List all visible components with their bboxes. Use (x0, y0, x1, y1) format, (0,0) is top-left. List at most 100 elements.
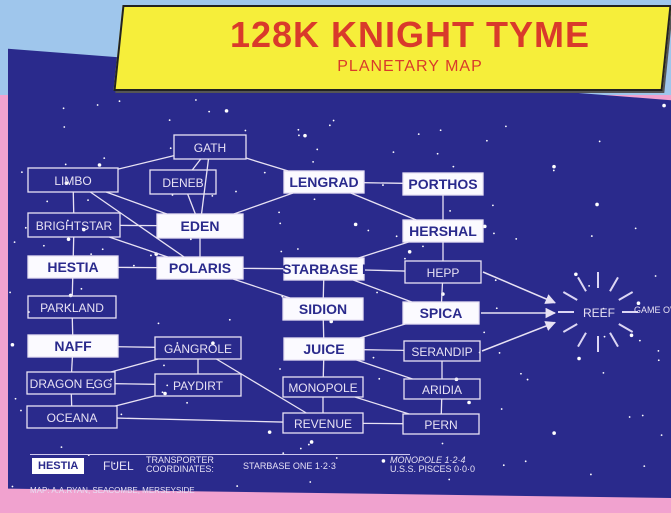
star (195, 99, 197, 101)
connection-line (117, 155, 175, 170)
planet-box (154, 373, 242, 397)
star (280, 250, 283, 253)
connection-line (115, 395, 156, 407)
star (382, 184, 384, 186)
star (263, 171, 266, 174)
planet-label: DENEB (162, 176, 203, 190)
star (641, 414, 644, 417)
star (13, 241, 16, 244)
star (448, 478, 451, 481)
star (628, 416, 631, 418)
star (113, 462, 116, 465)
planet-label: JUICE (303, 341, 344, 357)
star (161, 391, 164, 394)
star (132, 264, 135, 267)
star (335, 457, 338, 459)
connection-line (245, 157, 289, 172)
planet-label: EDEN (181, 218, 220, 234)
star (602, 307, 605, 310)
star (64, 181, 69, 185)
star (353, 222, 358, 227)
star (298, 134, 300, 137)
planet-label: GANGROLE (164, 342, 232, 356)
planet-box (402, 301, 480, 325)
connection-line (187, 193, 196, 215)
star (150, 254, 152, 257)
connection-line (350, 192, 417, 221)
planet-label: HESTIA (47, 259, 98, 275)
planet-label: HERSHAL (409, 223, 477, 239)
planet-box (27, 255, 119, 279)
star (552, 431, 556, 435)
planet-box (402, 219, 484, 243)
star (176, 342, 179, 344)
star (404, 257, 406, 260)
planet-label: PARKLAND (40, 301, 104, 315)
planet-label: REVENUE (294, 417, 352, 431)
connection-line (108, 236, 168, 258)
star (590, 235, 593, 237)
star (526, 378, 529, 381)
reef-burst-ray (577, 276, 587, 292)
star (467, 400, 471, 405)
planet-label: STARBASE I (282, 261, 366, 277)
connection-line (200, 158, 210, 215)
star (282, 452, 285, 455)
planet-label: MONOPOLE (288, 381, 357, 395)
star (101, 248, 104, 251)
planet-label: LENGRAD (289, 174, 358, 190)
map-subtitle: PLANETARY MAP (337, 58, 483, 75)
star (552, 169, 555, 172)
star (634, 227, 637, 230)
star (20, 409, 22, 412)
star (228, 318, 231, 321)
star (328, 124, 331, 127)
star (11, 485, 14, 488)
planet-label: NAFF (54, 338, 92, 354)
star (296, 248, 299, 250)
map-title: 128K KNIGHT TYME (229, 14, 591, 55)
planet-label: PERN (424, 418, 457, 432)
star (367, 229, 370, 232)
planet-box (404, 260, 482, 284)
star (505, 125, 507, 128)
star (279, 222, 282, 225)
planet-box (154, 336, 242, 360)
star (502, 464, 505, 467)
star (208, 110, 211, 113)
star (436, 152, 439, 155)
star (662, 103, 666, 108)
planet-box (27, 295, 117, 319)
star (482, 224, 487, 229)
planet-box (27, 212, 121, 238)
planet-box (27, 334, 119, 358)
star (602, 371, 605, 374)
reef-burst-ray (618, 291, 634, 301)
reef-burst-ray (609, 332, 619, 348)
star (80, 287, 83, 290)
planet-box (403, 378, 481, 400)
planet-label: SERANDIP (411, 345, 472, 359)
star (297, 128, 300, 131)
star (485, 139, 488, 142)
star (63, 126, 66, 128)
planet-box (283, 257, 365, 281)
star (574, 272, 578, 277)
star (279, 368, 281, 370)
star (312, 160, 314, 163)
star (68, 304, 71, 307)
star (629, 333, 634, 338)
star (439, 129, 442, 132)
star (493, 232, 495, 235)
game-over-label: GAME OVER (634, 305, 671, 315)
reef-burst-ray (577, 332, 587, 348)
planet-box (402, 413, 480, 435)
legend-hestia: HESTIA (32, 458, 85, 474)
star (498, 352, 501, 354)
star (169, 147, 172, 150)
star (495, 307, 498, 310)
star (60, 446, 63, 449)
planet-label: POLARIS (169, 260, 231, 276)
planet-label: BRIGHTSTAR (36, 219, 113, 233)
